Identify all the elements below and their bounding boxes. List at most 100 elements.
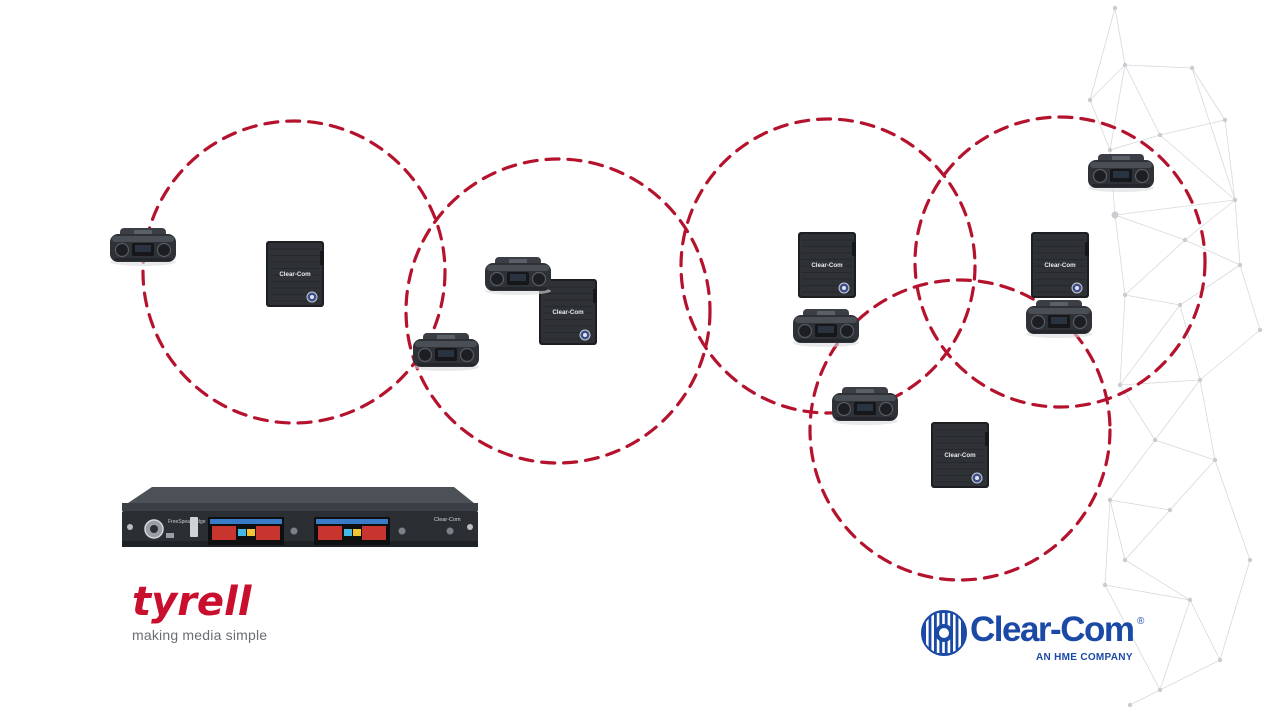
network-line <box>1104 584 1161 691</box>
network-line <box>1159 599 1191 691</box>
network-node <box>1087 97 1093 103</box>
network-node <box>1107 147 1113 153</box>
network-node <box>1167 507 1173 513</box>
network-node <box>1257 327 1263 333</box>
device-label: Clear-Com <box>552 309 584 316</box>
network-node <box>1107 497 1113 503</box>
network-node <box>1247 557 1253 563</box>
transceiver-icon: Clear-Com <box>931 422 989 488</box>
network-line <box>1184 199 1236 241</box>
network-node <box>1117 382 1123 388</box>
network-line <box>1239 264 1261 331</box>
network-line <box>1124 239 1186 296</box>
network-node <box>1122 62 1128 68</box>
network-line <box>1124 64 1161 136</box>
rack-model-label: FreeSpeak Edge <box>168 519 206 525</box>
network-line <box>1234 199 1241 266</box>
network-node <box>1157 687 1163 693</box>
network-node <box>1237 262 1243 268</box>
transceiver-icon: Clear-Com <box>1031 232 1089 298</box>
network-node <box>1189 65 1195 71</box>
network-line <box>1159 119 1226 136</box>
network-line <box>1114 199 1236 216</box>
beltpack-icon <box>1026 300 1092 338</box>
tyrell-logo: tyrell making media simple <box>132 580 332 644</box>
network-node <box>1197 377 1203 383</box>
rack-base-station: FreeSpeak Edge Clear-Com <box>122 487 478 547</box>
network-node <box>1112 5 1118 11</box>
network-line <box>1089 7 1116 101</box>
network-line <box>1189 599 1221 661</box>
network-line <box>1191 67 1236 201</box>
coverage-ring <box>141 119 447 425</box>
network-node <box>1232 197 1238 203</box>
network-line <box>1224 119 1236 201</box>
network-node <box>1177 302 1183 308</box>
clearcom-globe-icon <box>921 610 967 656</box>
background-network-lines <box>1087 5 1263 708</box>
network-line <box>1109 499 1171 511</box>
network-node <box>1222 117 1228 123</box>
network-line <box>1124 559 1191 601</box>
network-line <box>1119 384 1156 441</box>
network-line <box>1114 7 1126 66</box>
network-line <box>1191 67 1226 121</box>
transceiver-icon: Clear-Com <box>266 241 324 307</box>
network-line <box>1124 294 1181 306</box>
network-line <box>1129 689 1161 706</box>
network-line <box>1089 99 1111 151</box>
network-node <box>1157 132 1163 138</box>
clearcom-trademark: ® <box>1137 616 1145 627</box>
beltpack-icon <box>110 228 176 266</box>
network-line <box>1109 134 1161 151</box>
beltpack-icon <box>793 309 859 347</box>
network-line <box>1119 379 1201 386</box>
network-line <box>1104 584 1191 601</box>
transceiver-icon: Clear-Com <box>798 232 856 298</box>
coverage-ring <box>404 157 712 465</box>
network-line <box>1214 459 1251 561</box>
network-node <box>1122 292 1128 298</box>
network-line <box>1184 239 1241 266</box>
coverage-ring <box>808 278 1112 582</box>
transceiver-icon: Clear-Com <box>539 279 597 345</box>
network-line <box>1119 304 1181 386</box>
beltpack-icon <box>1088 154 1154 192</box>
clearcom-subline: AN HME COMPANY <box>1036 652 1133 663</box>
network-line <box>1199 379 1216 461</box>
network-line <box>1104 499 1111 586</box>
network-node <box>1187 597 1193 603</box>
network-line <box>1124 64 1193 69</box>
network-line <box>1199 329 1261 381</box>
network-line <box>1124 509 1171 561</box>
network-line <box>1109 439 1156 501</box>
network-line <box>1119 294 1126 386</box>
rack-brand-label: Clear-Com <box>434 517 461 523</box>
network-line <box>1109 499 1126 561</box>
clearcom-logo: Clear-Com ® AN HME COMPANY <box>918 608 1158 668</box>
network-node <box>1217 657 1223 663</box>
network-line <box>1114 214 1126 296</box>
network-node <box>1122 557 1128 563</box>
network-node <box>1102 582 1108 588</box>
network-line <box>1179 264 1241 306</box>
network-line <box>1179 304 1201 381</box>
network-node <box>1212 457 1218 463</box>
device-label: Clear-Com <box>811 262 843 269</box>
network-line <box>1089 64 1126 101</box>
coverage-ring <box>913 115 1207 409</box>
network-line <box>1169 459 1216 511</box>
network-node <box>1127 702 1133 708</box>
rack-base-station-icon: FreeSpeak Edge Clear-Com <box>122 487 478 547</box>
device-label: Clear-Com <box>279 271 311 278</box>
network-node <box>1152 437 1158 443</box>
network-line <box>1219 559 1251 661</box>
beltpack-icon <box>485 257 551 295</box>
clearcom-wordmark: Clear-Com <box>970 610 1135 649</box>
tyrell-wordmark: tyrell <box>132 579 252 625</box>
device-label: Clear-Com <box>944 452 976 459</box>
beltpack-icon <box>413 333 479 371</box>
